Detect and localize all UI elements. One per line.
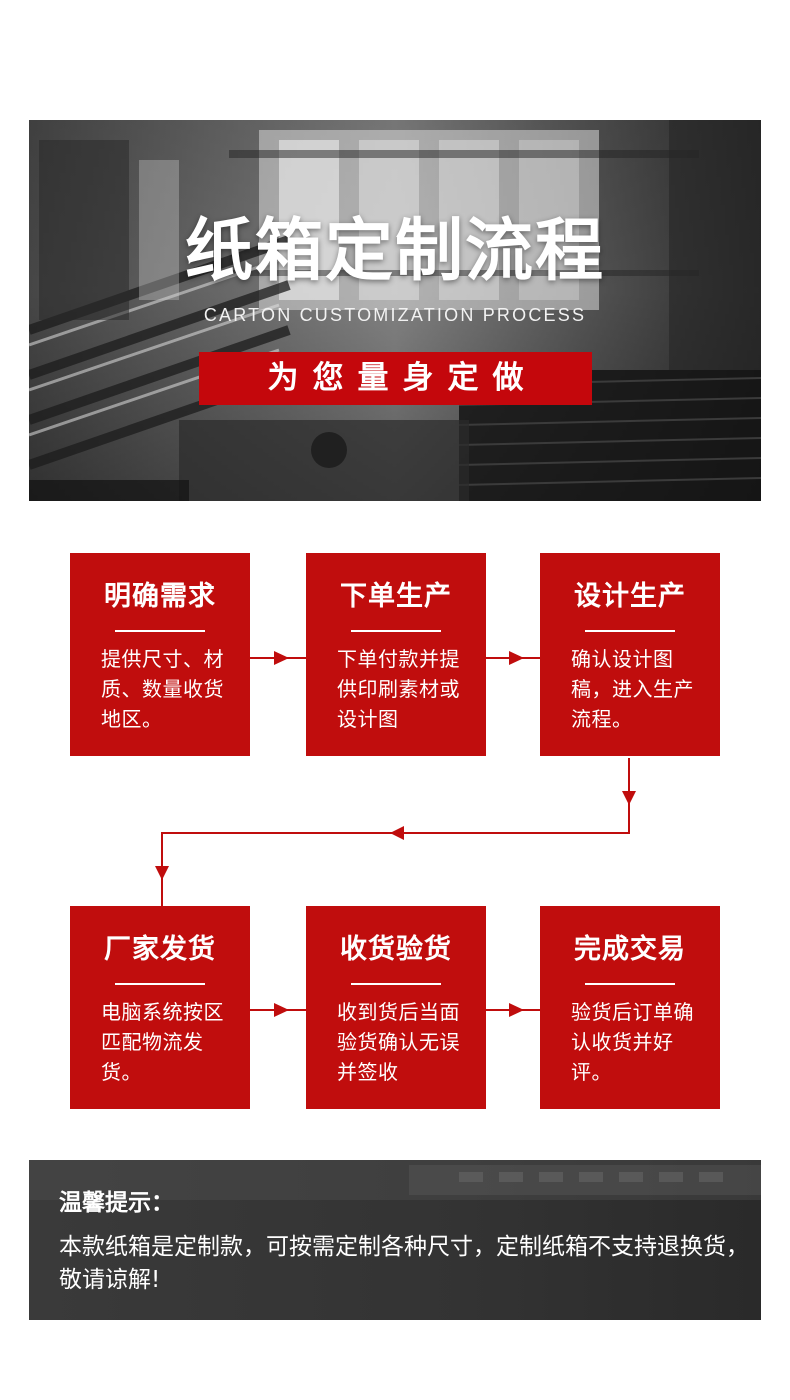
step-card-5: 收货验货 收到货后当面验货确认无误并签收 <box>306 906 486 1109</box>
step-card-4: 厂家发货 电脑系统按区匹配物流发货。 <box>70 906 250 1109</box>
notice-panel: 温馨提示： 本款纸箱是定制款，可按需定制各种尺寸，定制纸箱不支持退换货，敬请谅解… <box>29 1160 761 1320</box>
page-title: 纸箱定制流程 <box>184 212 605 291</box>
step-title: 完成交易 <box>574 934 686 965</box>
step-description: 提供尺寸、材质、数量收货地区。 <box>101 647 224 731</box>
step-title: 明确需求 <box>104 581 216 612</box>
step-divider <box>115 630 205 632</box>
arrow-down-icon <box>155 866 169 880</box>
step-title: 收货验货 <box>340 934 452 965</box>
arrow-right-icon <box>274 651 289 665</box>
step-divider <box>115 983 205 985</box>
tagline-badge: 为您量身定做 <box>199 352 592 405</box>
step-divider <box>585 630 675 632</box>
step-title: 下单生产 <box>340 581 452 612</box>
step-card-1: 明确需求 提供尺寸、材质、数量收货地区。 <box>70 553 250 756</box>
step-description: 电脑系统按区匹配物流发货。 <box>101 1000 224 1084</box>
step-title: 厂家发货 <box>104 934 216 965</box>
arrow-right-icon <box>274 1003 289 1017</box>
step-description: 收到货后当面验货确认无误并签收 <box>337 1000 460 1084</box>
step-description: 下单付款并提供印刷素材或设计图 <box>337 647 460 731</box>
arrow-right-icon <box>509 1003 524 1017</box>
step-description: 确认设计图稿，进入生产流程。 <box>571 647 694 731</box>
connector-line <box>161 758 630 906</box>
arrow-left-icon <box>390 826 404 840</box>
notice-body: 本款纸箱是定制款，可按需定制各种尺寸，定制纸箱不支持退换货，敬请谅解! <box>59 1234 749 1293</box>
factory-background-image <box>29 1160 761 1200</box>
page-subtitle: CARTON CUSTOMIZATION PROCESS <box>203 305 587 325</box>
step-divider <box>351 630 441 632</box>
step-card-2: 下单生产 下单付款并提供印刷素材或设计图 <box>306 553 486 756</box>
arrow-right-icon <box>509 651 524 665</box>
step-title: 设计生产 <box>574 581 686 612</box>
step-divider <box>585 983 675 985</box>
notice-title: 温馨提示： <box>59 1190 174 1216</box>
arrow-down-icon <box>622 791 636 805</box>
hero-banner: 纸箱定制流程 CARTON CUSTOMIZATION PROCESS 为您量身… <box>29 120 761 501</box>
step-card-3: 设计生产 确认设计图稿，进入生产流程。 <box>540 553 720 756</box>
step-card-6: 完成交易 验货后订单确认收货并好评。 <box>540 906 720 1109</box>
step-divider <box>351 983 441 985</box>
step-description: 验货后订单确认收货并好评。 <box>571 1000 694 1084</box>
